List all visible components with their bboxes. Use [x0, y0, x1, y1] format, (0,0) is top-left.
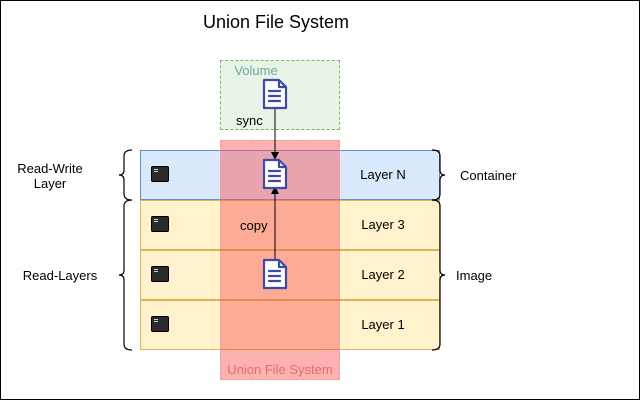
read-layers-label: Read-Layers: [22, 268, 98, 283]
layer-label-3: Layer 3: [361, 217, 405, 232]
layer-row-2: [140, 250, 440, 300]
read-write-brace: [118, 149, 133, 201]
union-fs-label: Union File System: [227, 362, 333, 377]
document-icon: [262, 258, 288, 290]
terminal-icon: [151, 166, 169, 182]
image-brace: [431, 199, 446, 351]
document-icon: [262, 158, 288, 190]
sync-label: sync: [236, 113, 263, 128]
terminal-icon: [151, 266, 169, 282]
terminal-icon: [151, 316, 169, 332]
image-label: Image: [456, 268, 493, 283]
diagram-title: Union File System: [202, 12, 350, 32]
container-brace: [431, 149, 446, 201]
read-write-label-line1: Read-Write: [17, 161, 83, 176]
read-layers-brace: [118, 199, 133, 351]
layer-row-3: [140, 200, 440, 250]
read-write-label-line2: Layer: [33, 176, 67, 191]
layer-row-1: [140, 300, 440, 350]
container-label: Container: [460, 168, 517, 183]
read-write-layer-label: Read-Write Layer: [10, 161, 90, 191]
layer-row-n: [140, 150, 440, 200]
layer-label-n: Layer N: [360, 167, 406, 182]
terminal-icon: [151, 216, 169, 232]
copy-label: copy: [240, 218, 268, 233]
layer-label-1: Layer 1: [361, 317, 405, 332]
layer-label-2: Layer 2: [361, 267, 405, 282]
volume-label: Volume: [234, 63, 278, 78]
document-icon: [262, 78, 288, 110]
